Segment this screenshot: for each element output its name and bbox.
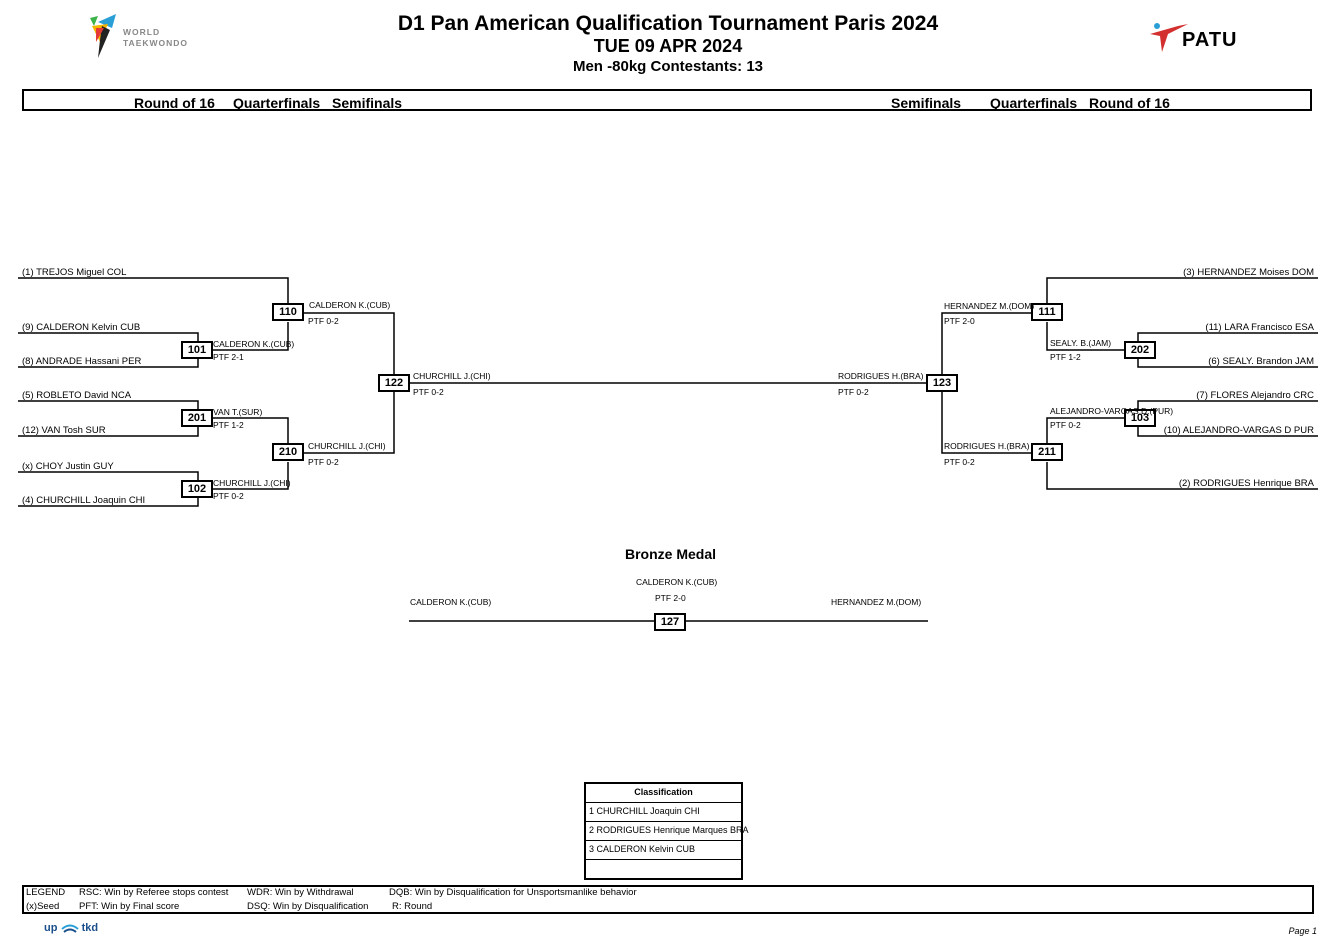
match-box-101[interactable]: 101 [181, 341, 213, 359]
round-label-right-r16: Round of 16 [1089, 95, 1170, 111]
legend-label: LEGEND [26, 887, 66, 898]
match-123-score: PTF 0-2 [838, 387, 869, 397]
match-211-score: PTF 0-2 [944, 457, 975, 467]
bronze-left-contestant: CALDERON K.(CUB) [410, 597, 492, 607]
bronze-right-contestant: HERNANDEZ M.(DOM) [831, 597, 922, 607]
match-box-127[interactable]: 127 [654, 613, 686, 631]
match-210-winner: CHURCHILL J.(CHI) [308, 441, 386, 451]
tournament-title: D1 Pan American Qualification Tournament… [397, 12, 939, 35]
match-101-score: PTF 2-1 [213, 352, 244, 362]
match-210-score: PTF 0-2 [308, 457, 339, 467]
patu-emblem-icon [1150, 23, 1188, 52]
match-110-score: PTF 0-2 [308, 316, 339, 326]
entrant-rodrigues: (2) RODRIGUES Henrique BRA [1178, 478, 1314, 489]
uptkd-logo: up tkd [44, 922, 98, 934]
bronze-score: PTF 2-0 [655, 593, 686, 603]
world-taekwondo-logo: WORLD TAEKWONDO [86, 12, 196, 62]
match-123-winner: RODRIGUES H.(BRA) [838, 371, 924, 381]
classification-row-4 [586, 859, 741, 878]
legend-seed: (x)Seed [26, 901, 60, 912]
match-101-winner: CALDERON K.(CUB) [213, 339, 295, 349]
match-122-score: PTF 0-2 [413, 387, 444, 397]
entrant-calderon: (9) CALDERON Kelvin CUB [22, 322, 141, 333]
legend-box [22, 885, 1314, 914]
match-box-110[interactable]: 110 [272, 303, 304, 321]
legend-rsc: RSC: Win by Referee stops contest [79, 887, 229, 898]
match-box-102[interactable]: 102 [181, 480, 213, 498]
round-label-left-sf: Semifinals [332, 95, 403, 111]
bronze-medal-title: Bronze Medal [625, 546, 717, 562]
entrant-hernandez: (3) HERNANDEZ Moises DOM [1183, 267, 1314, 278]
entrant-alejandro-vargas: (10) ALEJANDRO-VARGAS D PUR [1163, 425, 1314, 436]
match-box-211[interactable]: 211 [1031, 443, 1063, 461]
match-103-score: PTF 0-2 [1050, 420, 1081, 430]
tournament-date: TUE 09 APR 2024 [593, 36, 743, 56]
entrant-choy: (x) CHOY Justin GUY [22, 461, 114, 472]
uptkd-brand-right: tkd [81, 922, 99, 934]
entrant-flores: (7) FLORES Alejandro CRC [1196, 390, 1314, 401]
match-102-winner: CHURCHILL J.(CHI) [213, 478, 291, 488]
entrant-churchill: (4) CHURCHILL Joaquin CHI [22, 495, 146, 506]
classification-table: Classification 1 CHURCHILL Joaquin CHI 2… [584, 782, 749, 880]
classification-row-3: 3 CALDERON Kelvin CUB [586, 840, 741, 859]
match-201-winner: VAN T.(SUR) [213, 407, 263, 417]
entrant-van: (12) VAN Tosh SUR [22, 425, 106, 436]
bronze-winner: CALDERON K.(CUB) [636, 577, 718, 587]
round-label-right-sf: Semifinals [891, 95, 962, 111]
entrant-lara: (11) LARA Francisco ESA [1205, 322, 1314, 333]
entrant-robleto: (5) ROBLETO David NCA [22, 390, 132, 401]
match-box-103[interactable]: 103 [1124, 409, 1156, 427]
world-taekwondo-emblem-icon [90, 14, 116, 58]
match-111-score: PTF 2-0 [944, 316, 975, 326]
match-211-winner: RODRIGUES H.(BRA) [944, 441, 1030, 451]
patu-text: PATU [1182, 29, 1238, 51]
world-taekwondo-text-2: TAEKWONDO [123, 38, 189, 48]
classification-row-2: 2 RODRIGUES Henrique Marques BRA [586, 821, 749, 840]
uptkd-brand-left: up [44, 922, 58, 934]
match-box-111[interactable]: 111 [1031, 303, 1063, 321]
patu-logo: PATU [1148, 20, 1258, 56]
rounds-header-bar [22, 89, 1312, 111]
match-box-201[interactable]: 201 [181, 409, 213, 427]
match-111-winner: HERNANDEZ M.(DOM) [944, 301, 1035, 311]
round-label-right-qf: Quarterfinals [990, 95, 1078, 111]
classification-row-1: 1 CHURCHILL Joaquin CHI [586, 802, 741, 821]
entrant-sealy: (6) SEALY. Brandon JAM [1208, 356, 1314, 367]
match-202-winner: SEALY. B.(JAM) [1050, 338, 1112, 348]
match-102-score: PTF 0-2 [213, 491, 244, 501]
match-110-winner: CALDERON K.(CUB) [309, 300, 391, 310]
legend-dqb: DQB: Win by Disqualification for Unsport… [389, 887, 637, 898]
round-label-left-r16: Round of 16 [134, 95, 215, 111]
legend-wdr: WDR: Win by Withdrawal [247, 887, 354, 898]
match-202-score: PTF 1-2 [1050, 352, 1081, 362]
page-number: Page 1 [1288, 926, 1317, 936]
match-122-winner: CHURCHILL J.(CHI) [413, 371, 491, 381]
legend-dsq: DSQ: Win by Disqualification [247, 901, 369, 912]
entrant-trejos: (1) TREJOS Miguel COL [22, 267, 127, 278]
entrant-andrade: (8) ANDRADE Hassani PER [22, 356, 142, 367]
match-box-202[interactable]: 202 [1124, 341, 1156, 359]
match-103-winner: ALEJANDRO-VARGAS D.(PUR) [1050, 406, 1174, 416]
round-label-left-qf: Quarterfinals [233, 95, 321, 111]
world-taekwondo-text-1: WORLD [123, 27, 161, 37]
classification-title: Classification [634, 787, 693, 797]
match-box-122[interactable]: 122 [378, 374, 410, 392]
match-box-210[interactable]: 210 [272, 443, 304, 461]
match-box-123[interactable]: 123 [926, 374, 958, 392]
legend-pft: PFT: Win by Final score [79, 901, 180, 912]
legend-r: R: Round [392, 901, 433, 912]
match-201-score: PTF 1-2 [213, 420, 244, 430]
category-info: Men -80kg Contestants: 13 [572, 58, 764, 75]
uptkd-wave-icon [60, 924, 79, 933]
